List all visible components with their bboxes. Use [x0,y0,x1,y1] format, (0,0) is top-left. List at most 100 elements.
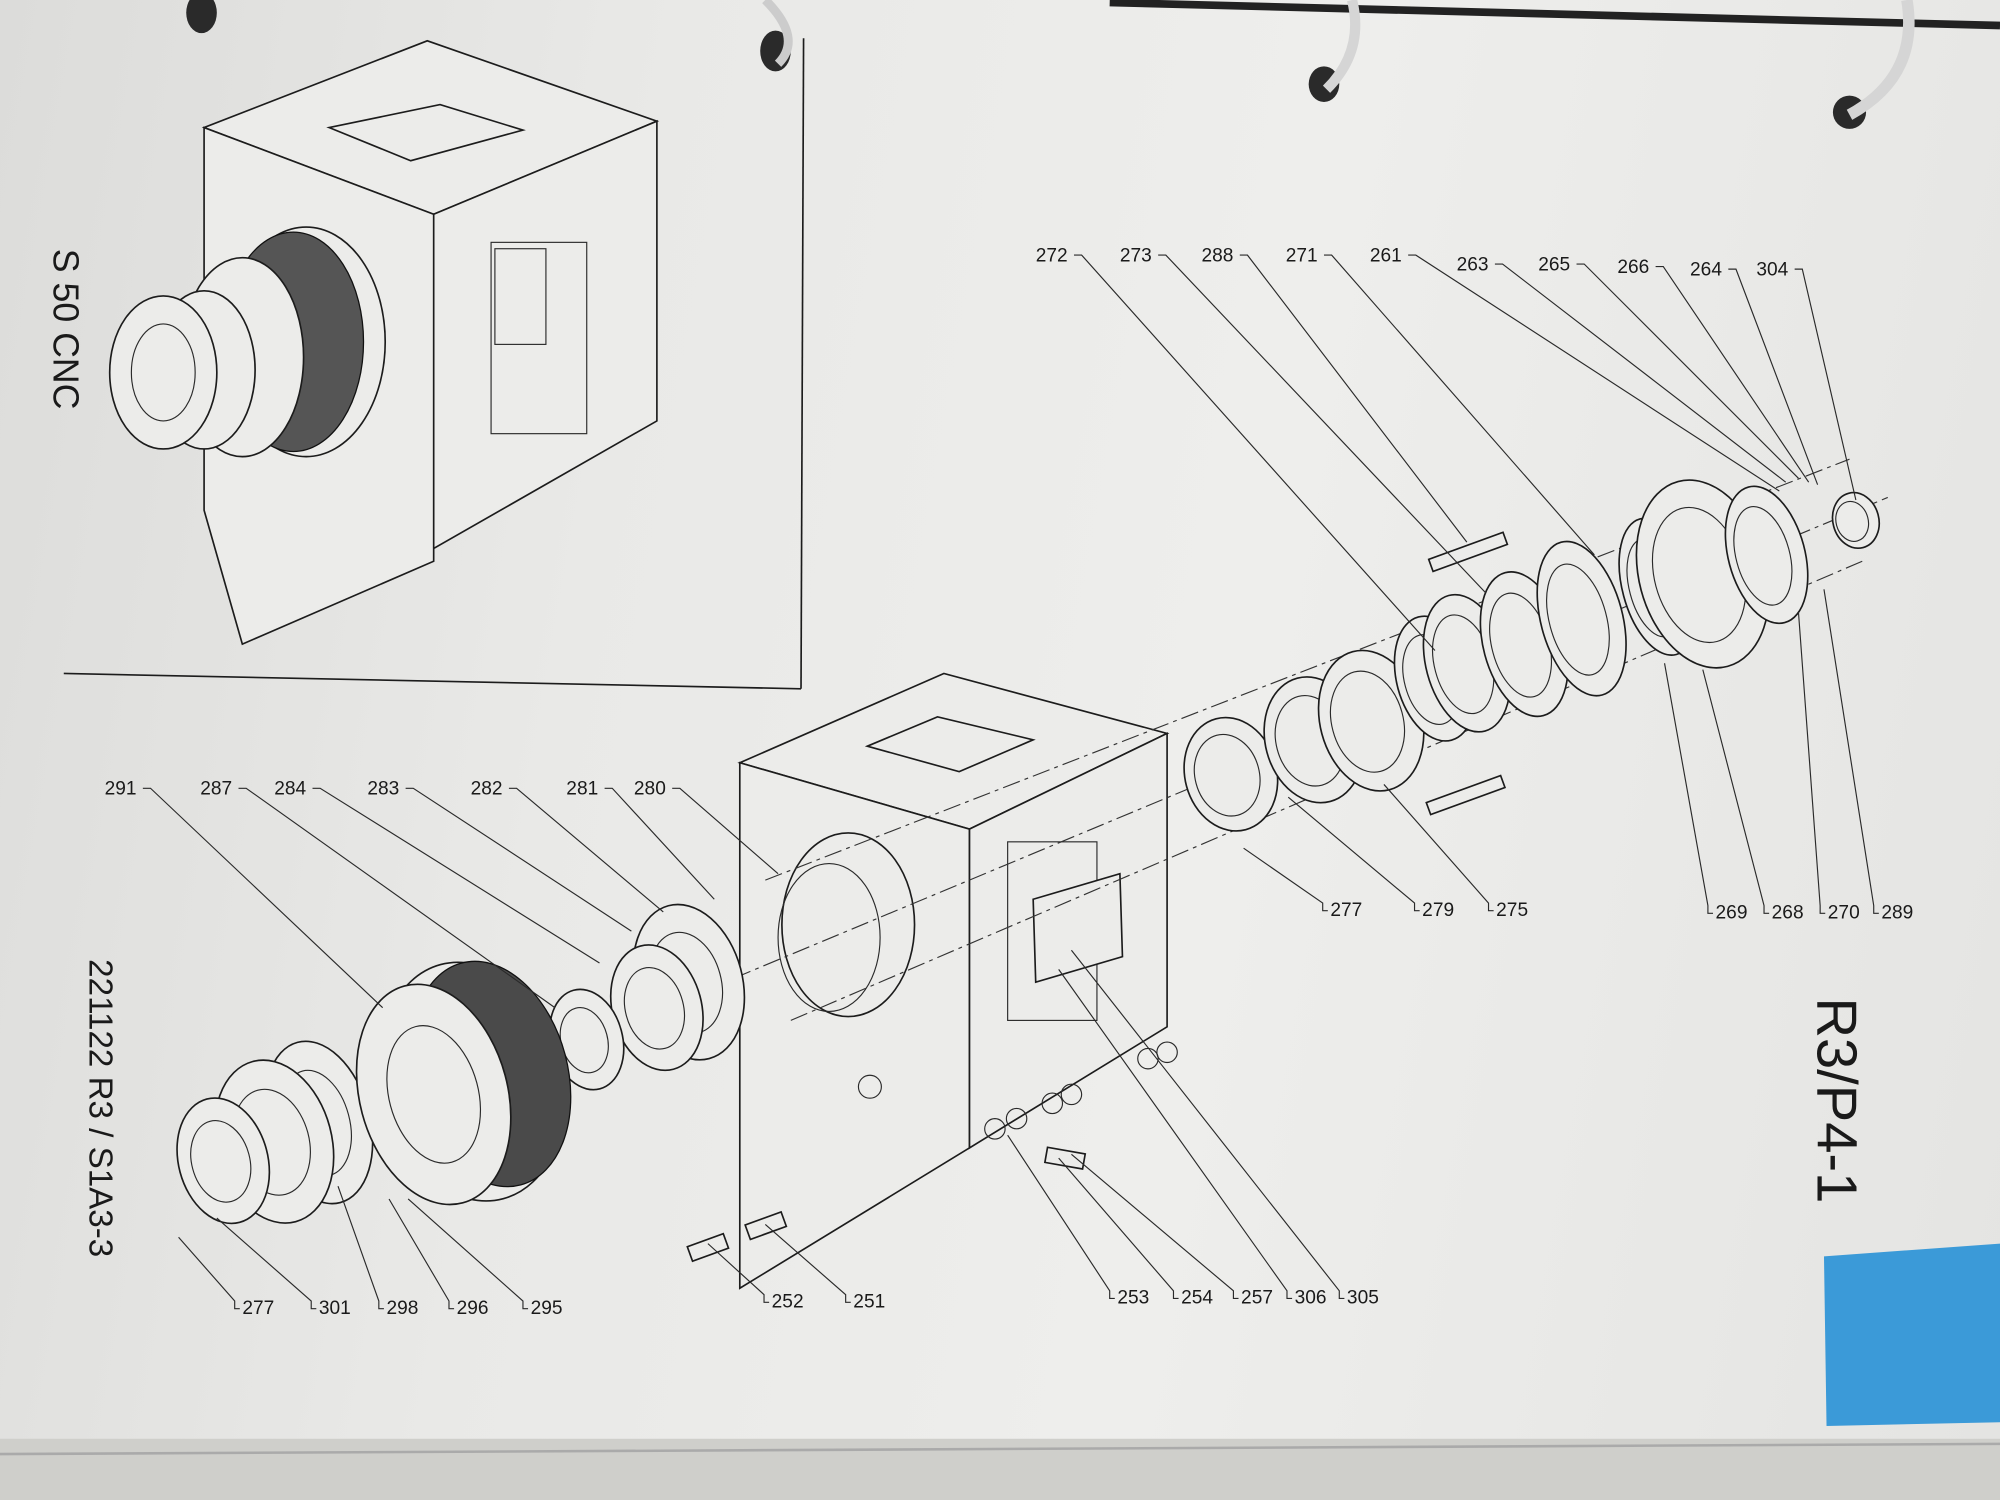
part-number-label: 298 [386,1298,418,1319]
part-number-label: 257 [1241,1288,1273,1309]
ring-bore [1193,733,1261,817]
part-callout: 280 [634,779,779,875]
part-callout: 265 [1538,254,1799,479]
leader-line [238,787,556,1009]
inset-frame [63,38,805,690]
leader-line [764,1224,851,1303]
part-number-label: 277 [1330,900,1362,921]
leader-line [1073,254,1436,651]
leader-line [707,1243,770,1303]
part-number-label: 268 [1772,902,1804,923]
part-callout: 283 [367,779,632,932]
ring-part [1536,540,1627,697]
leader-line [405,787,632,932]
part-callout: 291 [105,779,384,1009]
part-callout: 282 [471,779,664,913]
part-callout: 252 [707,1243,804,1312]
part-number-label: 284 [274,779,306,800]
part-callout: 284 [274,779,600,964]
ring-bore [623,966,686,1050]
part-number-label: 280 [634,779,666,800]
leader-line [1243,847,1328,912]
part-number-label: 295 [531,1298,563,1319]
part-callout: 253 [1007,1134,1149,1309]
ring-part [176,1097,271,1225]
leader-line [178,1236,240,1310]
leader-line [1655,266,1810,483]
part-number-label: 288 [1202,245,1234,266]
part-number-label: 270 [1828,902,1860,923]
leader-line [1494,263,1787,483]
leader-line [1576,263,1799,479]
leader-line [1797,612,1826,914]
leader-line [337,1186,384,1310]
inset-assembly-illustration: S 50 CNC [46,39,660,646]
part-number-label: 277 [242,1298,274,1319]
part-callout: 277 [1243,847,1362,921]
leader-line [1058,969,1293,1300]
part-callout: 266 [1617,257,1810,483]
part-number-label: 283 [367,779,399,800]
leader-line [216,1217,317,1310]
drawing-number: 221122 R3 / S1A3-3 [81,959,118,1257]
part-number-label: 296 [457,1298,489,1319]
part-number-label: 252 [772,1291,804,1312]
part-number-label: 301 [319,1298,351,1319]
part-callout: 296 [388,1198,489,1319]
pulley-face [355,983,512,1206]
blue-tape [1823,1243,2000,1427]
part-number-label: 253 [1117,1288,1149,1309]
part-callout: 263 [1457,254,1787,483]
part-callout: 269 [1663,663,1748,923]
part-number-label: 254 [1181,1288,1213,1309]
part-number-label: 279 [1422,900,1454,921]
binder-rings [186,0,2000,129]
leader-line [1408,254,1780,492]
part-callout: 268 [1702,669,1804,923]
part-number-label: 291 [105,779,137,800]
leader-line [1287,796,1420,912]
leader-line [1728,268,1819,485]
part-callout: 272 [1036,245,1436,651]
part-number-label: 272 [1036,245,1068,266]
ring-bore [190,1120,252,1203]
part-number-label: 306 [1295,1288,1327,1309]
part-callout: 257 [1071,1153,1273,1309]
part-callout: 275 [1383,784,1528,921]
leader-line [1794,268,1857,501]
part-callout: 288 [1202,245,1468,543]
part-number-label: 251 [853,1291,885,1312]
inset-title: S 50 CNC [46,249,86,410]
part-number-label: 305 [1347,1288,1379,1309]
part-number-label: 269 [1716,902,1748,923]
part-number-label: 264 [1690,260,1722,281]
part-callout: 279 [1287,796,1454,921]
part-number-label: 289 [1881,902,1913,923]
leader-line [1058,1157,1179,1300]
part-number-label: 304 [1756,260,1788,281]
leader-line [604,787,715,900]
part-number-label: 261 [1370,245,1402,266]
part-callout: 305 [1070,949,1379,1309]
ring-bore [1329,670,1406,773]
ring-bore [1835,500,1870,542]
part-callout: 306 [1058,969,1327,1309]
leader-line [1383,784,1494,912]
part-number-label: 263 [1457,254,1489,275]
part-callout: 273 [1120,245,1487,594]
part-number-label: 266 [1617,257,1649,278]
main-housing [686,672,1178,1290]
part-callout: 264 [1690,260,1819,485]
leader-line [388,1198,455,1310]
ring-part [1724,485,1809,625]
part-callout: 304 [1756,260,1857,501]
leader-line [1323,254,1595,556]
leader-line [142,787,384,1009]
part-callout: 270 [1797,612,1860,923]
leader-line [1239,254,1468,543]
leader-line [407,1198,529,1310]
part-number-label: 265 [1538,254,1570,275]
